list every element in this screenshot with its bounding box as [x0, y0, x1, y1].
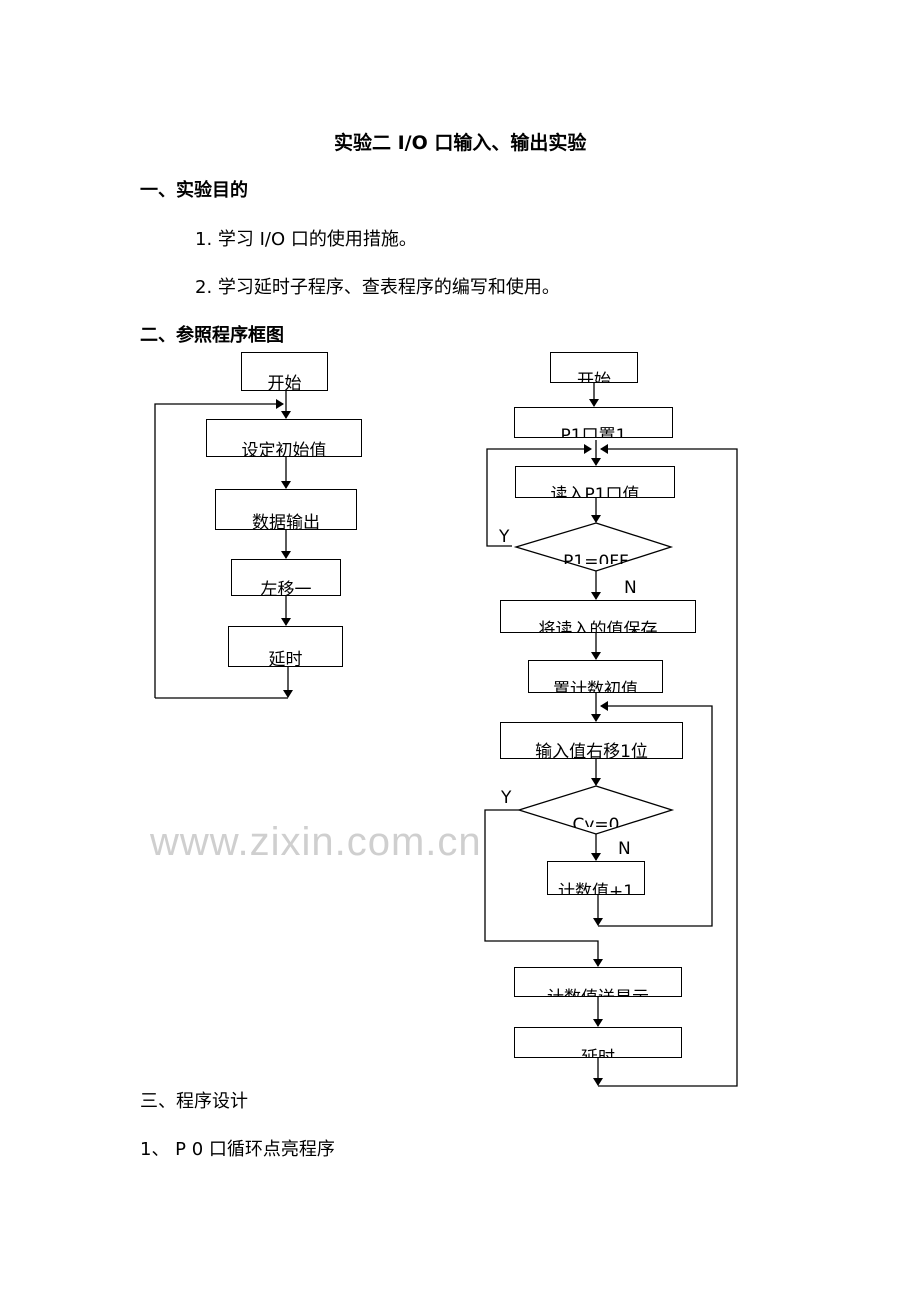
subsection-p0: 1、 P 0 口循环点亮程序 [140, 1139, 335, 1160]
flow-box-start: 开始 [241, 352, 328, 391]
flow-box-read-p1: 读入P1口值 [515, 466, 675, 498]
decision-p1-label: P1=0FF [563, 552, 629, 564]
box-label: 开始 [577, 370, 611, 383]
section-heading-flowchart: 二、参照程序框图 [140, 325, 284, 346]
doc-title: 实验二 I/O 口输入、输出实验 [334, 132, 587, 154]
flow-box-shift: 左移一 [231, 559, 341, 596]
box-label: 输入值右移1位 [535, 742, 648, 759]
box-label: 左移一 [260, 580, 312, 596]
flow-box-init: 设定初始值 [206, 419, 362, 457]
yes-label: Y [499, 527, 510, 547]
flow-box-display: 计数值送显示 [514, 967, 682, 997]
box-label: P1口置1 [560, 425, 627, 438]
box-label: 延时 [268, 649, 303, 667]
box-label: 开始 [267, 374, 302, 391]
no-label: N [618, 839, 631, 859]
box-label: 计数值送显示 [515, 988, 681, 996]
flow-box-shift-right: 输入值右移1位 [500, 722, 683, 759]
flow-box-count: 计数值+1 [547, 861, 645, 895]
box-label: 读入P1口值 [550, 485, 640, 498]
box-label: 将读入的值保存 [538, 620, 658, 633]
decision-cy-label: Cy=0 [572, 815, 620, 827]
flow-box-counter-init: 置计数初值 [528, 660, 663, 693]
flow-box-output: 数据输出 [215, 489, 357, 530]
box-label: 置计数初值 [553, 680, 638, 693]
yes-label: Y [501, 788, 512, 808]
flow-box-delay: 延时 [514, 1027, 682, 1058]
flow-box-delay: 延时 [228, 626, 343, 667]
flow-box-save: 将读入的值保存 [500, 600, 696, 633]
box-label: 数据输出 [252, 512, 320, 530]
purpose-item-2: 2. 学习延时子程序、查表程序的编写和使用。 [195, 277, 560, 298]
flow-box-p1-set: P1口置1 [514, 407, 673, 438]
section-heading-purpose: 一、实验目的 [140, 180, 248, 201]
flow-box-start: 开始 [550, 352, 638, 383]
section-heading-program: 三、程序设计 [140, 1091, 248, 1112]
watermark: www.zixin.com.cn [150, 820, 482, 864]
box-label: 设定初始值 [241, 440, 327, 457]
purpose-item-1: 1. 学习 I/O 口的使用措施。 [195, 229, 417, 250]
box-label: 计数值+1 [557, 881, 635, 895]
box-label: 延时 [515, 1048, 681, 1057]
no-label: N [624, 578, 637, 598]
